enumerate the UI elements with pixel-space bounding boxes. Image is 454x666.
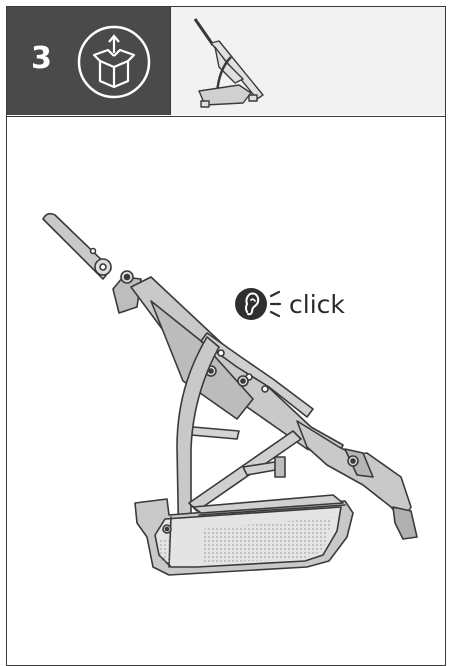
stroller-fold-illustration xyxy=(42,212,418,576)
ear-icon xyxy=(235,288,282,320)
basket-mesh xyxy=(159,517,333,565)
step-header: 3 xyxy=(7,7,445,117)
reference-thumbnail xyxy=(170,7,445,115)
step-badge: 3 xyxy=(7,7,170,115)
click-callout: click xyxy=(235,282,345,326)
box-unpack-icon xyxy=(77,25,151,99)
click-label: click xyxy=(289,289,345,319)
folded-stroller-thumbnail xyxy=(193,18,264,108)
step-number: 3 xyxy=(31,41,52,76)
instruction-panel: 3 xyxy=(6,6,446,666)
